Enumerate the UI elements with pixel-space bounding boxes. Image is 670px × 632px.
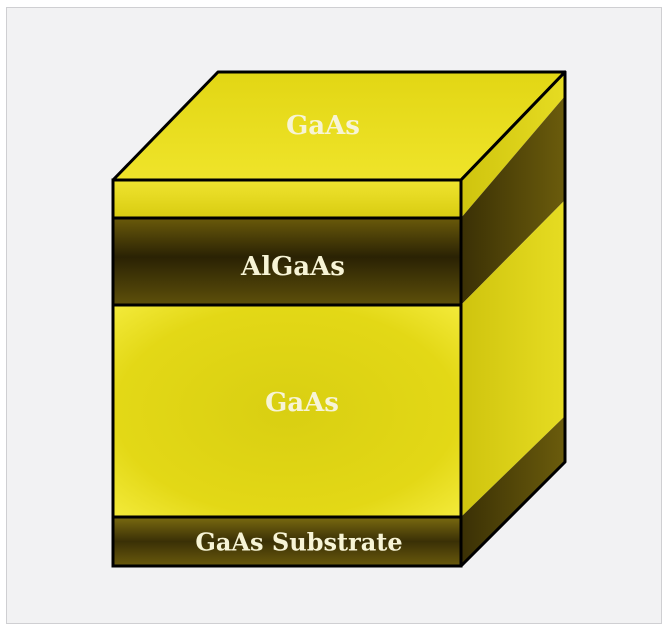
side-middle-gaas [461,200,565,517]
front-substrate [113,517,461,566]
front-face-outline [111,178,463,568]
label-middle-gaas: GaAs [265,388,339,418]
front-algaas [113,218,461,305]
label-algaas: AlGaAs [240,252,345,282]
side-substrate [461,416,565,566]
side-top-thin-gaas [461,72,565,218]
label-substrate: GaAs Substrate [195,528,402,557]
front-middle-gaas [113,305,461,517]
front-top-thin-gaas [113,180,461,218]
label-top-gaas: GaAs [286,111,360,141]
side-algaas [461,96,565,305]
